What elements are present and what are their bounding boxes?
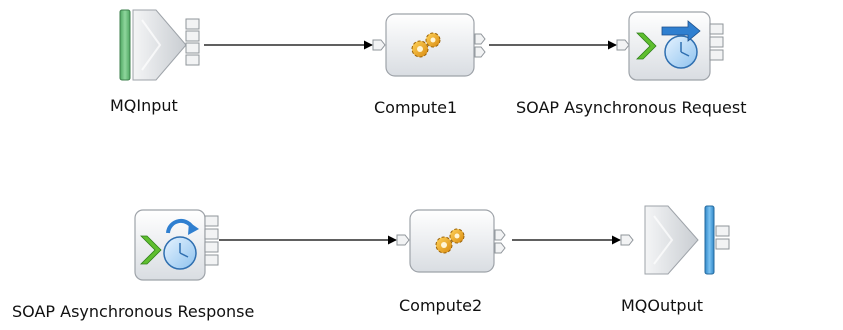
output-terminals[interactable] [204,215,219,266]
node-compute2[interactable] [396,209,506,273]
input-terminal[interactable] [616,39,630,51]
output-terminals[interactable] [709,23,724,61]
input-terminal[interactable] [396,234,410,246]
compute-gears-icon [411,32,441,58]
node-compute1[interactable] [372,13,486,77]
node-label-mqoutput: MQOutput [621,296,703,315]
output-terminals[interactable] [494,229,506,254]
input-terminal[interactable] [372,39,386,51]
output-terminals[interactable] [715,225,730,250]
soap-async-request-icon [636,20,701,69]
node-mqinput[interactable] [119,9,200,81]
node-soap-asynchronous-request[interactable] [616,11,724,81]
node-label-compute2: Compute2 [399,296,483,315]
mq-input-icon [119,9,187,81]
output-terminals[interactable] [474,33,486,58]
input-terminal[interactable] [620,234,634,246]
output-terminals[interactable] [185,18,200,66]
node-label-compute1: Compute1 [374,98,458,117]
node-label-mqinput: MQInput [110,96,178,115]
node-label-soap-asynchronous-response: SOAP Asynchronous Response [12,302,255,321]
node-soap-asynchronous-response[interactable] [134,209,219,281]
compute-gears-icon [435,228,465,254]
node-mqoutput[interactable] [620,205,730,275]
soap-async-response-icon [140,218,199,270]
mq-output-icon [644,205,715,275]
node-label-soap-asynchronous-request: SOAP Asynchronous Request [516,98,747,117]
